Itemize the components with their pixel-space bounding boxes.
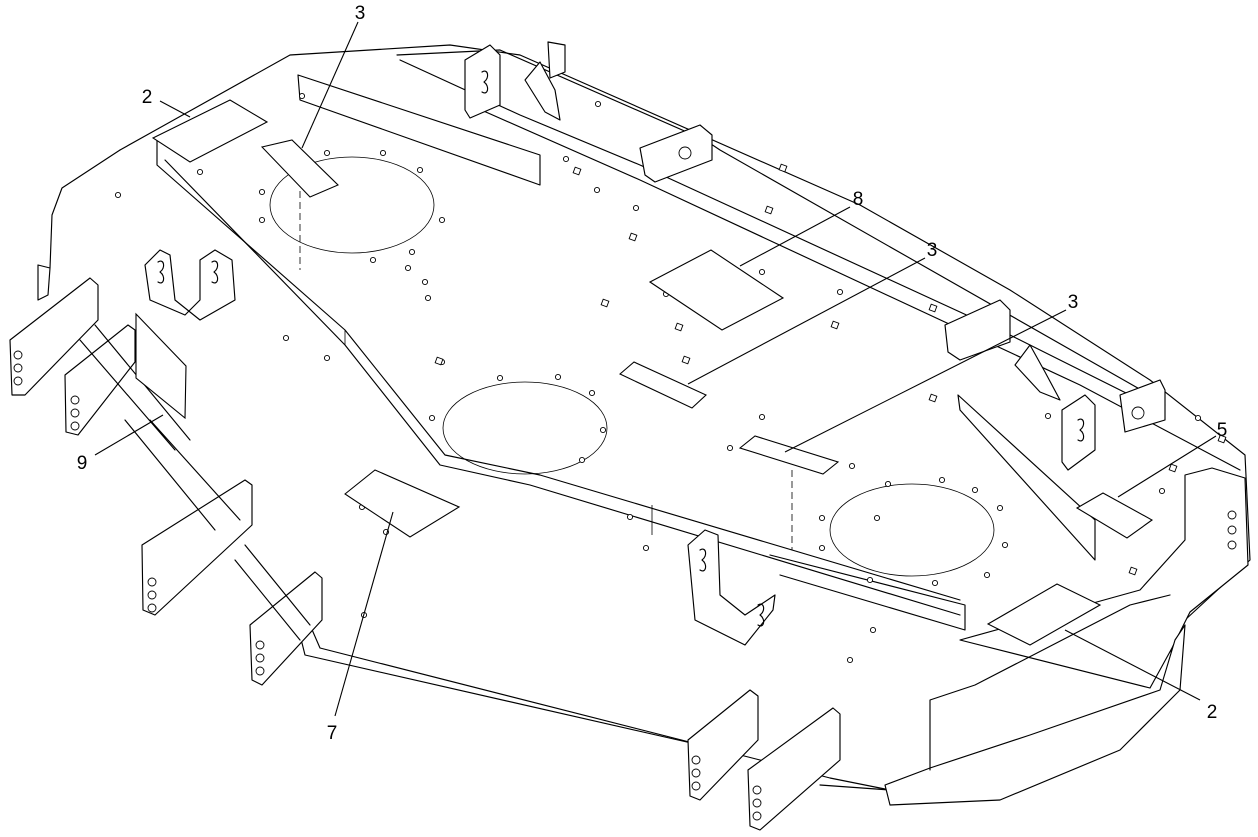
callout-9: 9 — [77, 453, 88, 474]
decal-3-right — [738, 435, 840, 475]
decal-5 — [1075, 492, 1154, 539]
callout-8: 8 — [853, 189, 864, 210]
deck-seam-left — [344, 330, 653, 535]
decal-3-top — [260, 139, 339, 198]
bolt-holes — [114, 92, 1202, 664]
callout-3-mid: 3 — [927, 240, 938, 261]
callout-2-top: 2 — [142, 87, 153, 108]
blade-housing-center — [442, 381, 608, 475]
rear-rail-3 — [399, 59, 1161, 411]
left-bracket-upper — [144, 249, 236, 321]
blade-housing-left — [269, 156, 435, 270]
rear-rail-2 — [396, 49, 1166, 406]
deck-front-skirt-2 — [299, 634, 701, 746]
rear-bracket-right — [944, 299, 1166, 471]
decal-7 — [344, 469, 461, 538]
leader-lines — [94, 21, 1217, 717]
callout-7: 7 — [327, 723, 338, 744]
decal-9 — [135, 312, 187, 420]
deck-inner-left-edge — [156, 139, 961, 601]
deck-front-skirt — [309, 624, 891, 791]
deck-inner-left-edge-2 — [164, 159, 961, 616]
decal-3-mid — [618, 361, 707, 409]
rear-bracket-left — [464, 41, 566, 121]
decal-2-top — [151, 99, 269, 163]
callout-5: 5 — [1217, 420, 1228, 441]
decal-8 — [648, 249, 785, 331]
right-baffle — [957, 394, 1096, 561]
decal-2-bottom — [986, 583, 1102, 646]
square-slots — [434, 163, 1227, 576]
rear-bracket-center — [639, 124, 713, 183]
rear-rail-1 — [297, 74, 541, 186]
deck-left-skirt — [49, 149, 121, 269]
blade-housing-right — [791, 470, 995, 577]
callout-3-top: 3 — [355, 3, 366, 24]
front-bumper — [884, 624, 1186, 806]
center-bracket — [687, 529, 776, 646]
callout-2-bottom: 2 — [1207, 702, 1218, 723]
rear-rail-4 — [469, 104, 1241, 471]
callout-3-right: 3 — [1068, 292, 1079, 313]
